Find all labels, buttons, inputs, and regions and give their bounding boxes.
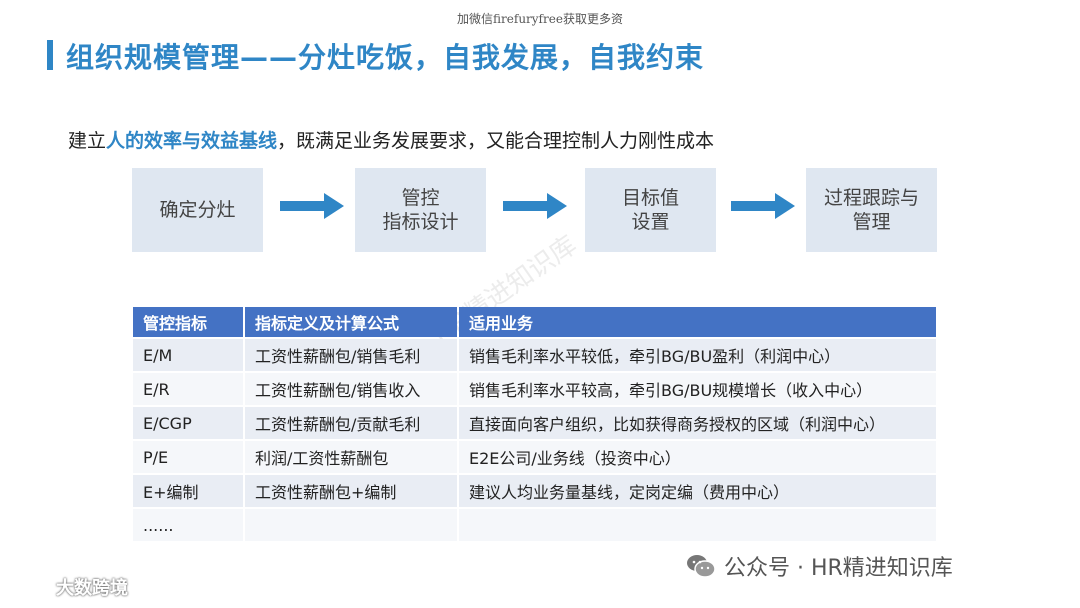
table-cell: E/CGP: [133, 407, 243, 439]
table-cell: 工资性薪酬包/销售收入: [245, 373, 457, 405]
table-row: E/CGP 工资性薪酬包/贡献毛利 直接面向客户组织，比如获得商务授权的区域（利…: [133, 407, 936, 439]
table-header-row: 管控指标 指标定义及计算公式 适用业务: [133, 307, 936, 337]
table-row: E/R 工资性薪酬包/销售收入 销售毛利率水平较高，牵引BG/BU规模增长（收入…: [133, 373, 936, 405]
table-cell: 工资性薪酬包+编制: [245, 475, 457, 507]
subtitle: 建立人的效率与效益基线，既满足业务发展要求，又能合理控制人力刚性成本: [68, 126, 714, 153]
table-cell: ......: [133, 509, 243, 541]
table-cell: E+编制: [133, 475, 243, 507]
flow-step-4: 过程跟踪与 管理: [806, 168, 937, 252]
flow-step-3: 目标值 设置: [585, 168, 716, 252]
table-cell: 建议人均业务量基线，定岗定编（费用中心）: [459, 475, 936, 507]
table-cell: 销售毛利率水平较高，牵引BG/BU规模增长（收入中心）: [459, 373, 936, 405]
table-cell: 工资性薪酬包/销售毛利: [245, 339, 457, 371]
arrow-right-icon: [731, 193, 795, 219]
table-cell: 销售毛利率水平较低，牵引BG/BU盈利（利润中心）: [459, 339, 936, 371]
flow-step-4-label: 过程跟踪与 管理: [823, 187, 919, 233]
table-row: E/M 工资性薪酬包/销售毛利 销售毛利率水平较低，牵引BG/BU盈利（利润中心…: [133, 339, 936, 371]
table-cell: 直接面向客户组织，比如获得商务授权的区域（利润中心）: [459, 407, 936, 439]
table-row: P/E 利润/工资性薪酬包 E2E公司/业务线（投资中心）: [133, 441, 936, 473]
table-cell: 利润/工资性薪酬包: [245, 441, 457, 473]
table-cell: E2E公司/业务线（投资中心）: [459, 441, 936, 473]
subtitle-suffix: ，既满足业务发展要求，又能合理控制人力刚性成本: [277, 130, 715, 152]
brand-logo-icon: [12, 578, 52, 596]
flow-step-1-label: 确定分灶: [159, 199, 236, 221]
table-cell: E/M: [133, 339, 243, 371]
table-cell: 工资性薪酬包/贡献毛利: [245, 407, 457, 439]
subtitle-prefix: 建立: [68, 130, 107, 152]
flow-step-2: 管控 指标设计: [355, 168, 486, 252]
page-title: 组织规模管理——分灶吃饭，自我发展，自我约束: [66, 41, 705, 74]
wechat-watermark: 公众号 · HR精进知识库: [686, 550, 953, 582]
subtitle-highlight: 人的效率与效益基线: [106, 130, 278, 152]
title-accent-bar: [47, 40, 53, 70]
table-row: ......: [133, 509, 936, 541]
table-row: E+编制 工资性薪酬包+编制 建议人均业务量基线，定岗定编（费用中心）: [133, 475, 936, 507]
corner-watermark: 大数跨境: [10, 574, 128, 600]
wechat-watermark-text: 公众号 · HR精进知识库: [724, 556, 953, 581]
flow-step-3-label: 目标值 设置: [621, 187, 679, 233]
table-cell: [245, 509, 457, 541]
column-header: 适用业务: [459, 307, 936, 337]
table-cell: P/E: [133, 441, 243, 473]
arrow-right-icon: [503, 193, 567, 219]
metrics-table: 管控指标 指标定义及计算公式 适用业务 E/M 工资性薪酬包/销售毛利 销售毛利…: [131, 305, 938, 543]
wechat-icon: [687, 555, 716, 578]
top-note: 加微信firefuryfree获取更多资: [457, 12, 623, 26]
arrow-right-icon: [280, 193, 344, 219]
flow-step-1: 确定分灶: [132, 168, 263, 252]
table-cell: [459, 509, 936, 541]
column-header: 管控指标: [133, 307, 243, 337]
column-header: 指标定义及计算公式: [245, 307, 457, 337]
flow-step-2-label: 管控 指标设计: [382, 187, 459, 233]
corner-watermark-text: 大数跨境: [56, 578, 128, 599]
table-cell: E/R: [133, 373, 243, 405]
